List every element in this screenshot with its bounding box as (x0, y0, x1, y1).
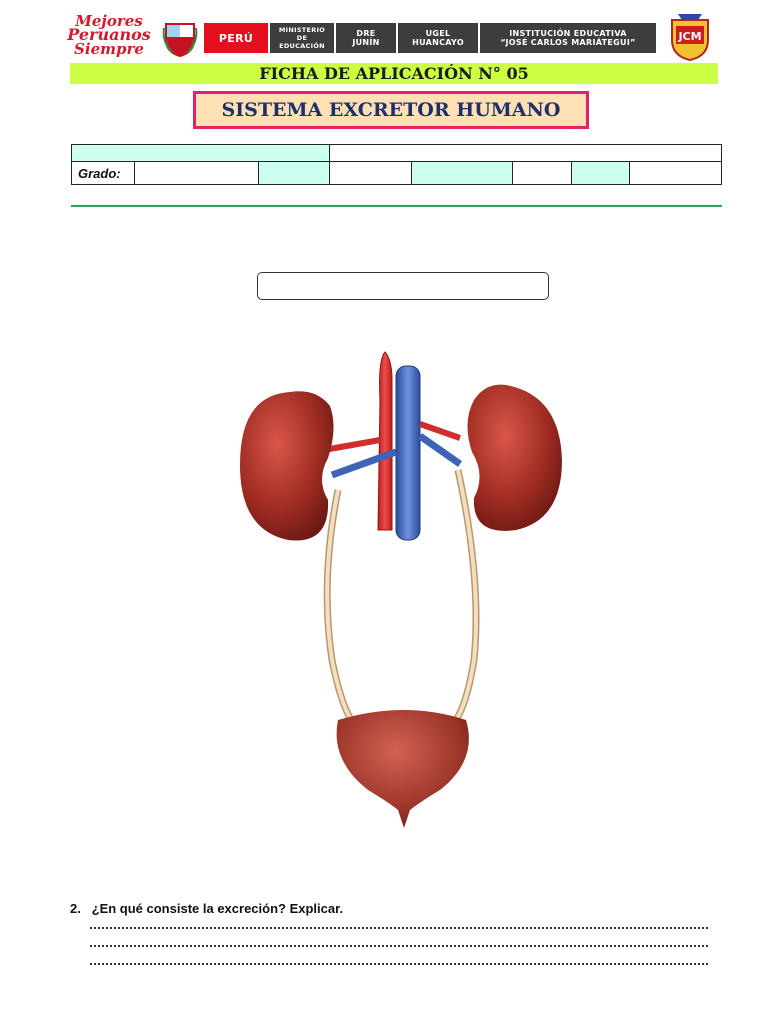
seccion-field[interactable] (329, 161, 413, 185)
fecha-label-cell (411, 161, 514, 185)
dre-line-1: DRE (356, 29, 376, 38)
ministerio-line-1: MINISTERIO (278, 26, 326, 34)
name-field[interactable] (329, 144, 723, 162)
urinary-system-illustration (240, 351, 562, 828)
ministerio-line-3: EDUCACIÓN (279, 42, 325, 50)
grado-field[interactable] (134, 161, 259, 185)
mejores-peruanos-logo: Mejores Peruanos Siempre (62, 10, 156, 60)
ministerio-label: MINISTERIO DE EDUCACIÓN (270, 23, 334, 53)
peru-label: PERÚ (204, 23, 268, 53)
ugel-line-2: HUANCAYO (412, 38, 464, 47)
slogan-line-1: Mejores (75, 12, 143, 30)
answer-line-1[interactable] (90, 925, 708, 929)
answer-line-2[interactable] (90, 943, 708, 947)
slogan-line-3: Siempre (74, 40, 144, 58)
school-crest-icon: JCM (671, 14, 709, 62)
peru-coat-of-arms-icon (162, 23, 198, 58)
dre-line-2: JUNÍN (352, 38, 380, 47)
ficha-heading: FICHA DE APLICACIÓN N° 05 (70, 63, 718, 84)
crest-text: JCM (677, 30, 701, 43)
dre-label: DRE JUNÍN (336, 23, 396, 53)
page-title: SISTEMA EXCRETOR HUMANO (193, 91, 589, 129)
ministerio-line-2: DE (296, 34, 308, 42)
extra-field[interactable] (629, 161, 723, 185)
grado-label: Grado: (71, 161, 135, 185)
slogan-line-2: Peruanos (67, 25, 151, 44)
header-banner: Mejores Peruanos Siempre PERÚ MINISTERIO… (62, 10, 722, 62)
answer-line-3[interactable] (90, 961, 708, 965)
student-info-table: Grado: (70, 144, 723, 185)
divider (71, 205, 722, 207)
question-number: 2. (70, 901, 81, 916)
name-label-cell (70, 144, 331, 162)
institucion-line-2: “JOSÉ CARLOS MARIÁTEGUI” (500, 38, 636, 47)
ugel-label: UGEL HUANCAYO (398, 23, 478, 53)
extra-label-cell (571, 161, 631, 185)
fecha-field[interactable] (512, 161, 573, 185)
ugel-line-1: UGEL (425, 29, 451, 38)
seccion-label-cell (257, 161, 331, 185)
institucion-line-1: INSTITUCIÓN EDUCATIVA (509, 29, 627, 38)
question-text: ¿En qué consiste la excreción? Explicar. (91, 901, 344, 916)
question-2: 2. ¿En qué consiste la excreción? Explic… (70, 901, 343, 916)
answer-box[interactable] (257, 272, 549, 300)
institucion-label: INSTITUCIÓN EDUCATIVA “JOSÉ CARLOS MARIÁ… (480, 23, 656, 53)
